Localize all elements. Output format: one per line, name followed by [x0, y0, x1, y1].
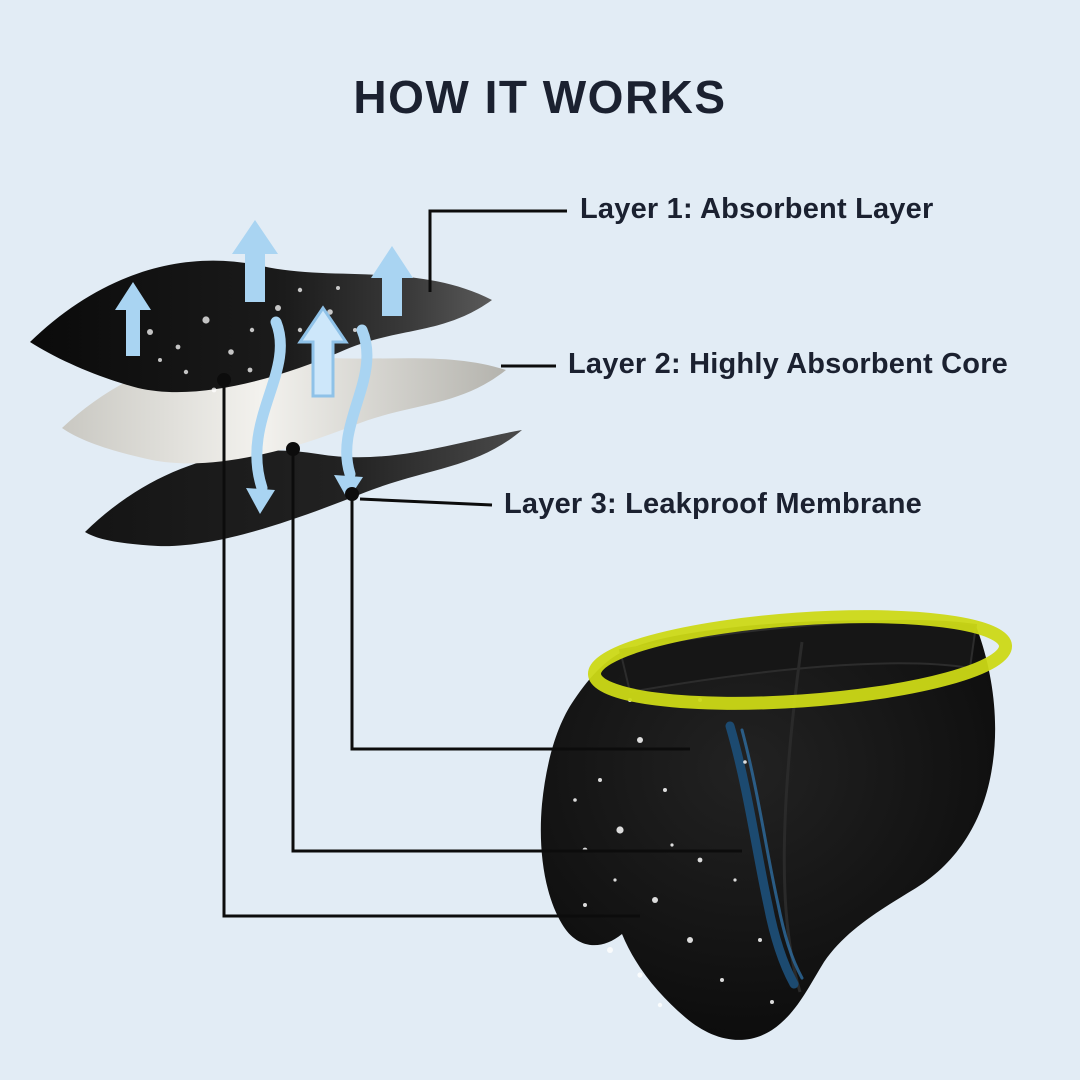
connector-layer3-to-garment	[350, 494, 690, 751]
dot-layer2	[286, 442, 300, 456]
wicking-curve-arrow-icon	[341, 324, 373, 480]
leakproof-stripe	[725, 721, 799, 989]
wicking-curve-arrowhead-icon	[334, 475, 363, 500]
callout-layer1-label: Layer 1: Absorbent Layer	[580, 193, 934, 225]
layer-stack	[30, 260, 522, 547]
callout-layer3-label: Layer 3: Leakproof Membrane	[504, 488, 922, 520]
up-arrow-outline-icon	[297, 305, 349, 398]
airflow-arrows	[115, 220, 413, 514]
up-arrow-icon	[115, 282, 151, 356]
connector-layer2-to-garment	[291, 449, 742, 853]
droplets	[147, 286, 357, 393]
up-arrow-icon	[371, 246, 413, 316]
up-arrow-icon	[232, 220, 278, 302]
layer1-absorbent-layer-shape	[30, 260, 492, 393]
dot-layer3	[345, 487, 359, 501]
leakproof-stripe-highlight	[740, 728, 804, 980]
callout-connectors	[222, 209, 742, 918]
connector-layer1-label	[428, 209, 567, 292]
connector-layer1-to-garment	[222, 380, 640, 918]
underwear-illustration	[540, 610, 1013, 1040]
connector-layer3-label	[359, 497, 493, 507]
layer3-leakproof-membrane-shape	[85, 430, 522, 547]
waistband-highlight-ring	[587, 610, 1013, 710]
wicking-curve-arrow-icon	[251, 316, 286, 494]
garment-front-seam	[782, 641, 804, 993]
wicking-curve-arrowhead-icon	[246, 488, 275, 514]
page-title: HOW IT WORKS	[353, 71, 727, 123]
garment-body	[540, 622, 996, 1040]
connector-dots	[217, 373, 359, 501]
callout-layer2-label: Layer 2: Highly Absorbent Core	[568, 348, 1009, 380]
dot-layer1	[217, 373, 231, 387]
